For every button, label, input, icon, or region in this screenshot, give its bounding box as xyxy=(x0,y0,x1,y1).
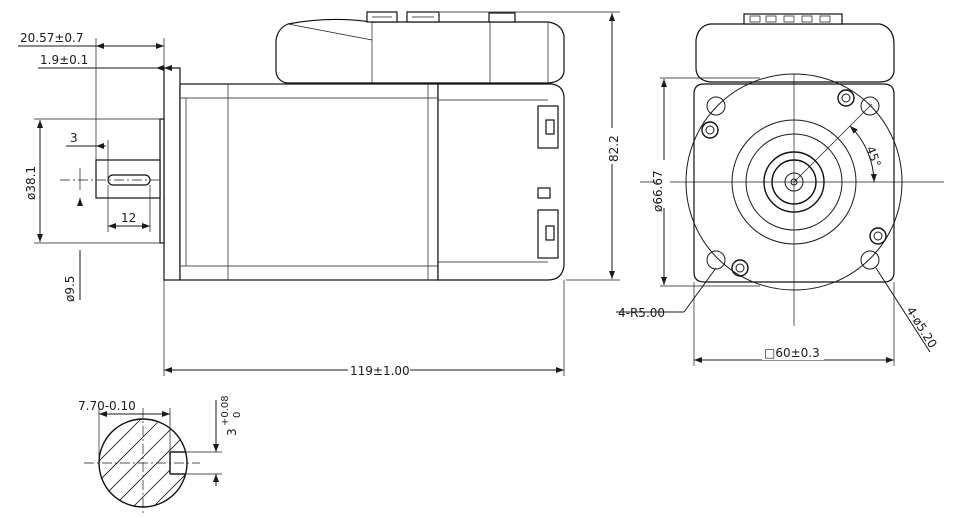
dim-shaft-total: 20.57±0.7 xyxy=(20,31,84,45)
motor-body xyxy=(179,83,439,281)
dim-corner-radius: 4-R5.00 xyxy=(618,306,665,320)
dim-bolt-circle: ø66.67 xyxy=(651,170,665,212)
dim-square: □60±0.3 xyxy=(764,346,820,360)
dim-hole-dia: 4-ø5.20 xyxy=(903,304,939,350)
pcb-connector xyxy=(749,15,831,23)
dim-tol-upper: +0.08 xyxy=(220,395,231,426)
dim-flange: 1.9±0.1 xyxy=(40,53,88,67)
rear-cap xyxy=(437,83,565,281)
housing-connectors xyxy=(366,11,516,23)
dim-key-length: 12 xyxy=(121,211,136,225)
dim-body-length: 119±1.00 xyxy=(350,364,410,378)
dim-shaft-dia: ø9.5 xyxy=(63,276,77,302)
dim-height: 82.2 xyxy=(607,135,621,162)
dim-tol-base: 3 xyxy=(225,428,239,436)
motor-flange xyxy=(163,67,181,281)
mounting-holes xyxy=(701,89,887,277)
dim-flat: 7.70-0.10 xyxy=(78,399,136,413)
dim-tol-lower: 0 xyxy=(232,412,243,418)
drive-housing xyxy=(275,18,565,84)
side-view: 20.57±0.7 1.9±0.1 3 ø38.1 12 ø9.5 119±1.… xyxy=(18,11,621,378)
shaft-section: 7.70-0.10 3 +0.08 0 xyxy=(78,395,243,516)
dim-pilot-dia: ø38.1 xyxy=(24,166,38,200)
front-view: 45° ø66.67 4-R5.00 4-ø5.20 □60±0.3 xyxy=(616,13,944,366)
dim-key-offset: 3 xyxy=(70,131,78,145)
front-housing xyxy=(695,23,895,83)
pilot xyxy=(159,118,165,244)
dim-angle: 45° xyxy=(863,144,883,169)
